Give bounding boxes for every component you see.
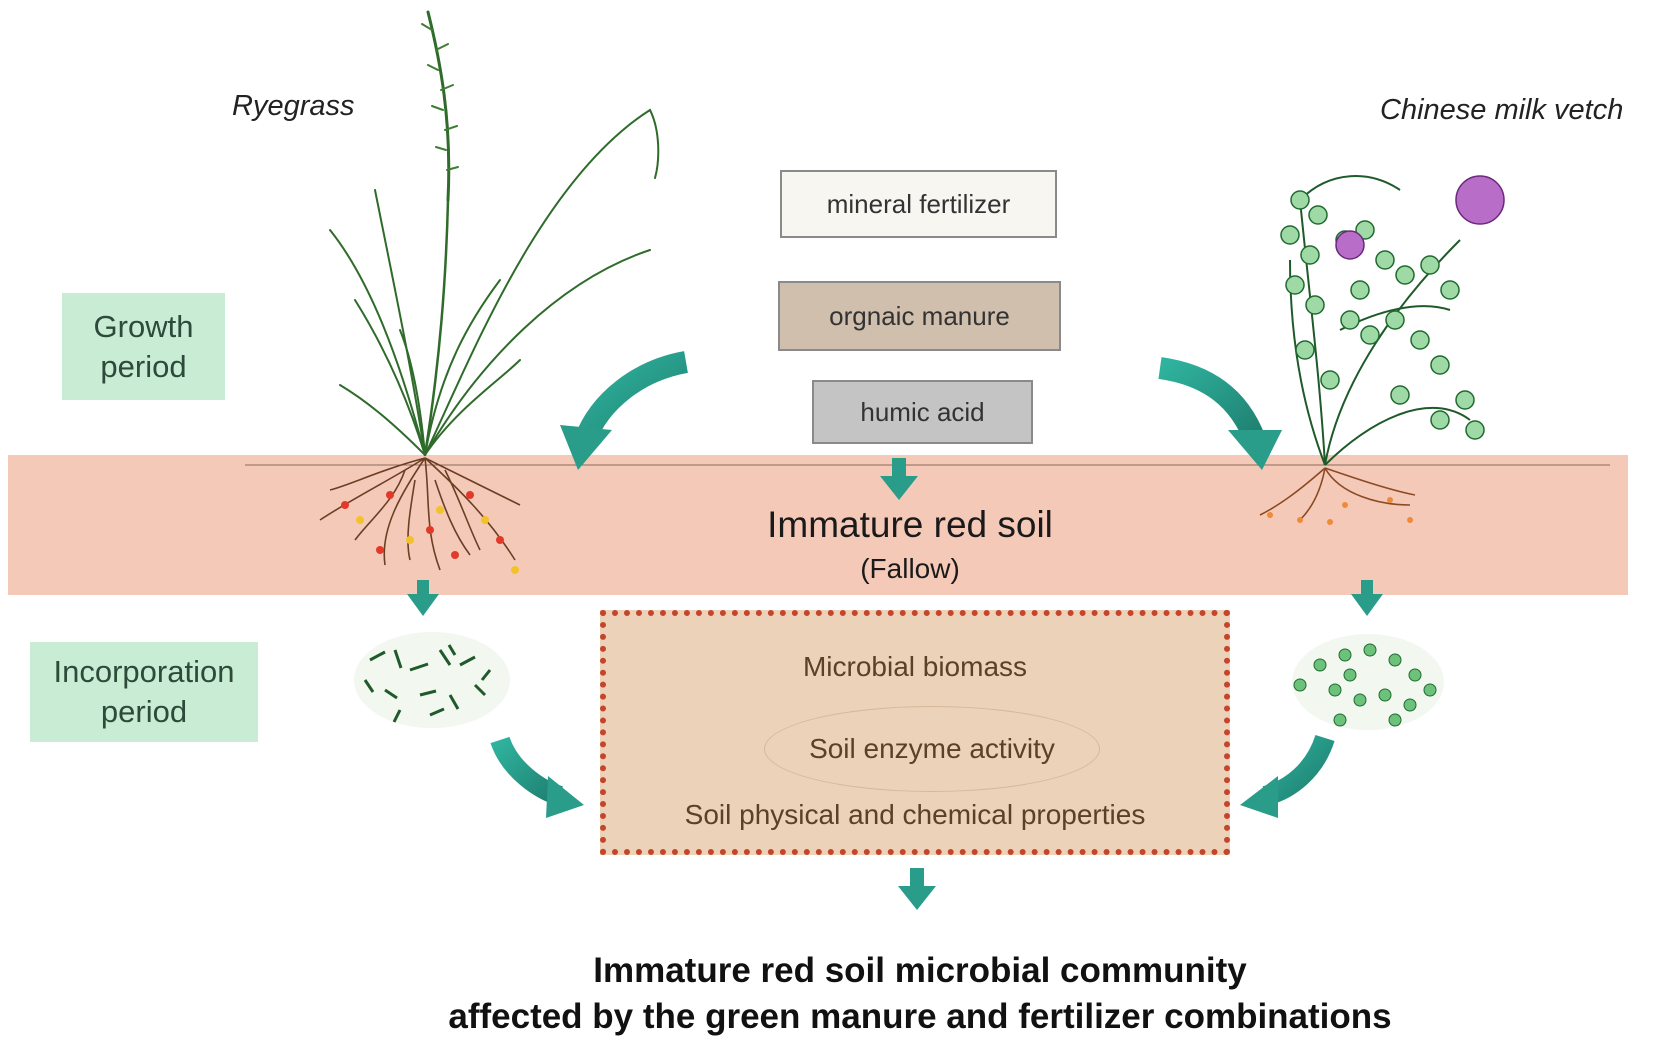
milk-vetch-roots bbox=[1259, 467, 1416, 521]
enzyme-activity-oval: Soil enzyme activity bbox=[764, 706, 1100, 792]
fertilizer-mineral: mineral fertilizer bbox=[780, 170, 1057, 238]
arrow-ryegrass-to-effects bbox=[490, 736, 584, 818]
ryegrass-residue bbox=[354, 632, 510, 728]
arrow-fertilizer-down bbox=[880, 458, 918, 500]
milk-vetch-label: Chinese milk vetch bbox=[1380, 94, 1624, 126]
conclusion-line-2: affected by the green manure and fertili… bbox=[448, 997, 1392, 1036]
arrow-vetch-to-effects bbox=[1240, 734, 1335, 818]
soil-title: Immature red soil bbox=[767, 504, 1053, 545]
soil-effects-box: Microbial biomass Soil enzyme activity S… bbox=[600, 610, 1230, 855]
effect-soil-properties: Soil physical and chemical properties bbox=[684, 799, 1146, 830]
ryegrass-label: Ryegrass bbox=[232, 90, 355, 122]
fertilizer-organic-manure: orgnaic manure bbox=[778, 281, 1061, 351]
arrow-vetch-down bbox=[1351, 580, 1383, 616]
arrow-fertilizer-left bbox=[560, 351, 689, 470]
ryegrass-illustration bbox=[329, 10, 660, 457]
arrow-fertilizer-right bbox=[1158, 357, 1282, 470]
effect-soil-enzyme-activity: Soil enzyme activity bbox=[809, 733, 1055, 764]
effect-microbial-biomass: Microbial biomass bbox=[802, 651, 1028, 682]
conclusion-line-1: Immature red soil microbial community bbox=[593, 951, 1247, 990]
milk-vetch-flowers bbox=[1335, 175, 1505, 260]
incorporation-period-label: Incorporation period bbox=[30, 642, 258, 742]
milk-vetch-nodules bbox=[1267, 497, 1413, 525]
ryegrass-roots bbox=[319, 457, 521, 571]
soil-subtitle: (Fallow) bbox=[860, 553, 960, 584]
milk-vetch-residue bbox=[1292, 634, 1444, 730]
arrow-effects-down bbox=[898, 868, 936, 910]
fertilizer-humic-acid: humic acid bbox=[812, 380, 1033, 444]
conclusion-text: Immature red soil microbial community af… bbox=[300, 948, 1540, 1040]
arrow-ryegrass-down bbox=[407, 580, 439, 616]
ryegrass-nodules bbox=[341, 491, 519, 574]
growth-period-label: Growth period bbox=[62, 293, 225, 400]
